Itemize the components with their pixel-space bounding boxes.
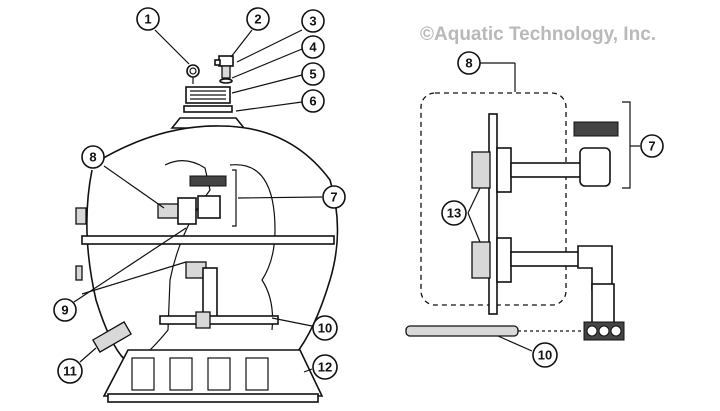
callout-8-tank-label: 8 (89, 150, 96, 165)
pressure-gauge (186, 64, 200, 84)
callout-8-tank: 8 (81, 145, 105, 169)
callout-9: 9 (53, 298, 77, 322)
callout-7-tank: 7 (322, 185, 346, 209)
callout-11: 11 (57, 358, 83, 384)
callout-7-tank-label: 7 (330, 190, 337, 205)
valve-seal-ring (219, 78, 233, 84)
callout-2: 2 (246, 7, 270, 31)
callout-1-label: 1 (144, 12, 151, 27)
detail-frame-8 (420, 92, 567, 315)
closure-assembly (185, 86, 231, 104)
leader-lines (73, 29, 640, 373)
callout-13-label: 13 (447, 206, 461, 221)
callout-10-tank: 10 (312, 315, 338, 341)
callout-12-label: 12 (318, 360, 332, 375)
callout-5: 5 (301, 62, 325, 86)
callout-10-tank-label: 10 (318, 321, 332, 336)
callout-3-label: 3 (309, 14, 316, 29)
callout-13: 13 (441, 200, 467, 226)
lateral-pipe (92, 321, 132, 353)
callout-12: 12 (312, 354, 338, 380)
callout-2-label: 2 (254, 12, 261, 27)
callout-1: 1 (136, 7, 160, 31)
callout-11-label: 11 (63, 364, 77, 379)
tank-base (102, 349, 324, 403)
callout-10-detail-label: 10 (538, 348, 552, 363)
closure-o-ring (183, 105, 233, 113)
callout-6-label: 6 (309, 94, 316, 109)
callout-8-detail: 8 (457, 51, 481, 75)
callout-7-detail-label: 7 (648, 139, 655, 154)
callout-7-detail: 7 (640, 134, 664, 158)
filter-tank (75, 125, 339, 361)
callout-3: 3 (301, 9, 325, 33)
callout-8-detail-label: 8 (465, 56, 472, 71)
callout-10-detail: 10 (532, 342, 558, 368)
callout-4: 4 (301, 35, 325, 59)
watermark-text: ©Aquatic Technology, Inc. (420, 24, 656, 45)
callout-6: 6 (301, 89, 325, 113)
loose-lateral-pipe (405, 325, 584, 337)
air-relief-valve (214, 55, 234, 79)
upper-lateral-assembly (471, 121, 619, 193)
callout-4-label: 4 (309, 40, 317, 55)
callout-9-label: 9 (61, 303, 68, 318)
lower-lateral-assembly (471, 237, 625, 341)
standpipe (159, 261, 279, 329)
callout-5-label: 5 (309, 67, 316, 82)
